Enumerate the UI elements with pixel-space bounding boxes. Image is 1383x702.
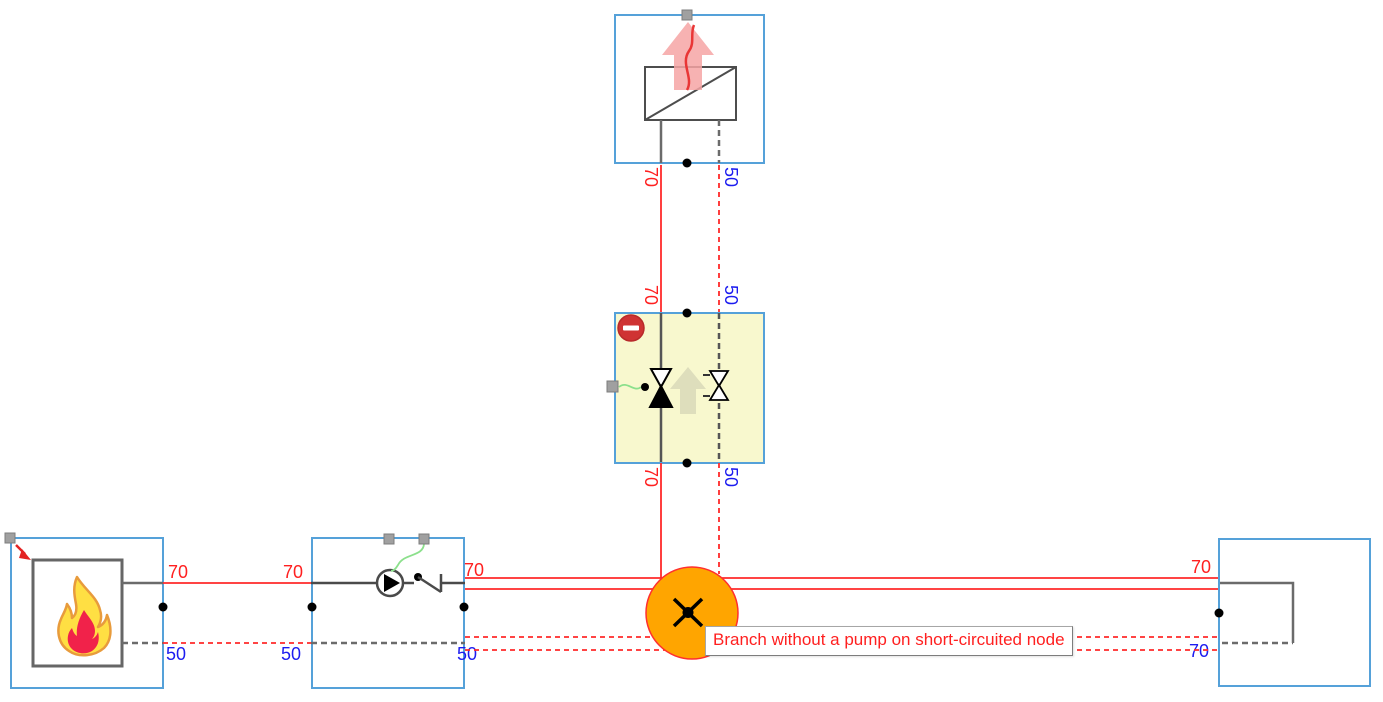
boiler-supply-temp-label: 70 <box>168 562 189 582</box>
flow-direction-arrow-icon <box>670 367 706 414</box>
pump-handle-right[interactable] <box>418 533 430 545</box>
control-valve-icon <box>648 368 674 408</box>
pump-inlet-supply-temp-label: 70 <box>283 562 304 582</box>
return-pipe <box>163 165 1218 651</box>
pump-icon <box>375 568 405 598</box>
valve-actuator-handle[interactable] <box>606 380 619 393</box>
check-valve-icon <box>414 573 443 594</box>
pump-internal-pipes <box>311 581 465 645</box>
heat-loss-arrow-icon <box>662 22 714 91</box>
drag-handles <box>4 9 693 545</box>
bypass-supply-temp-label: 70 <box>1191 557 1212 577</box>
supply-pipe <box>163 165 1218 590</box>
pump-outlet-return-temp-label: 50 <box>457 644 478 664</box>
junction-dots <box>158 158 1224 618</box>
radiator-internal-pipes <box>659 120 721 163</box>
pump-outlet-supply-temp-label: 70 <box>464 560 485 580</box>
move-arrow-icon <box>15 544 31 560</box>
short-circuit-x-icon <box>672 597 704 628</box>
pump-inlet-return-temp-label: 50 <box>281 644 302 664</box>
bypass-return-temp-label: 70 <box>1189 641 1210 661</box>
boiler-return-temp-label: 50 <box>166 644 187 664</box>
heat-source-component[interactable] <box>10 537 164 689</box>
actuator-link <box>618 383 649 391</box>
boiler-handle[interactable] <box>4 532 16 544</box>
emitter-handle[interactable] <box>681 9 693 21</box>
bypass-internal-pipes <box>1220 581 1295 645</box>
error-badge-icon[interactable] <box>617 314 645 342</box>
flame-icon <box>57 575 112 657</box>
pump-handle-left[interactable] <box>383 533 395 545</box>
warning-tooltip: Branch without a pump on short-circuited… <box>705 626 1073 656</box>
balancing-valve-icon <box>703 370 730 401</box>
pump-control-link <box>390 543 425 572</box>
boiler-internal-pipes <box>122 581 163 645</box>
